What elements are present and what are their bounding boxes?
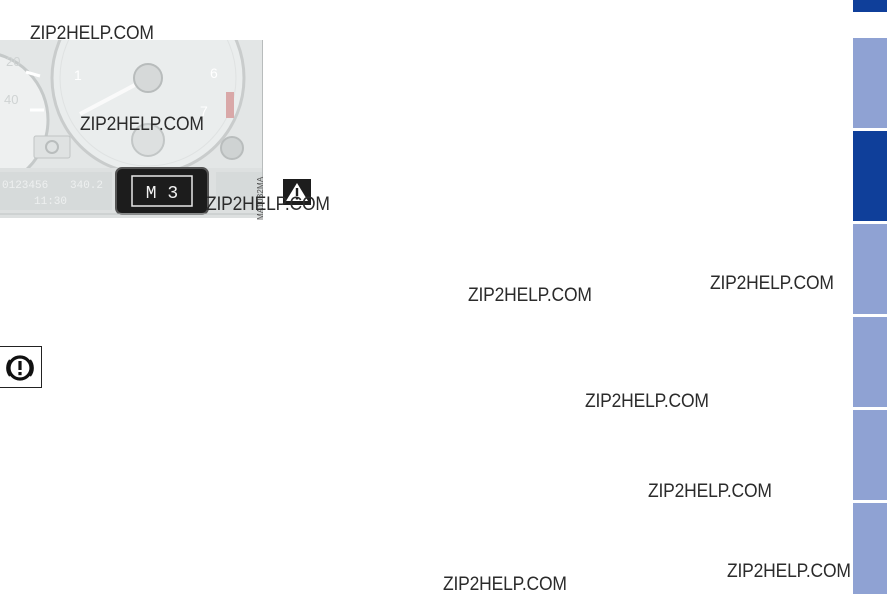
warning-triangle-icon [283, 179, 311, 205]
dial-number: 7 [200, 103, 208, 119]
watermark-text: ZIP2HELP.COM [710, 273, 834, 294]
section-tab-3[interactable] [853, 224, 887, 314]
instrument-cluster-image: 20 40 1 6 7 0123456 340.2 11:30 M 3 [0, 40, 263, 218]
section-tab-5[interactable] [853, 410, 887, 500]
cluster-graphic: 20 40 1 6 7 0123456 340.2 11:30 M 3 [0, 40, 262, 218]
watermark-text: ZIP2HELP.COM [648, 481, 772, 502]
dial-number: 1 [74, 67, 82, 83]
watermark-text: ZIP2HELP.COM [727, 561, 851, 582]
clock-readout: 11:30 [34, 196, 67, 208]
watermark-text: ZIP2HELP.COM [80, 114, 204, 135]
section-tab-4[interactable] [853, 317, 887, 407]
dial-number: 6 [210, 65, 218, 81]
section-tab-6[interactable] [853, 503, 887, 594]
watermark-text: ZIP2HELP.COM [443, 574, 567, 595]
section-tab-2-active[interactable] [853, 131, 887, 221]
gear-indicator: M 3 [146, 184, 178, 204]
dial-number: 20 [6, 54, 20, 69]
caution-circle-icon [0, 346, 42, 388]
watermark-text: ZIP2HELP.COM [585, 391, 709, 412]
odometer-readout: 0123456 [2, 180, 48, 192]
dial-number: 40 [4, 92, 18, 107]
watermark-text: ZIP2HELP.COM [206, 194, 330, 215]
trip-readout: 340.2 [70, 180, 103, 192]
section-tab-1[interactable] [853, 38, 887, 128]
watermark-text: ZIP2HELP.COM [30, 23, 154, 44]
watermark-text: ZIP2HELP.COM [468, 285, 592, 306]
section-tab-top[interactable] [853, 0, 887, 12]
